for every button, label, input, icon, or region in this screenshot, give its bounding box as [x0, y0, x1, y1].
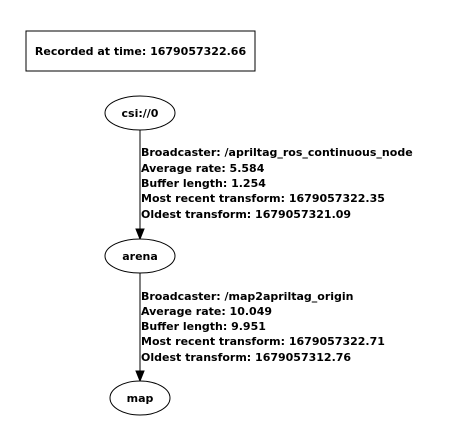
edge-arena-map: Broadcaster: /map2apriltag_origin Averag… — [135, 273, 385, 383]
edge-csi-arena: Broadcaster: /apriltag_ros_continuous_no… — [135, 130, 413, 241]
edge-1-buffer-length: Buffer length: 1.254 — [141, 177, 266, 190]
edge-1-most-recent: Most recent transform: 1679057322.35 — [141, 192, 385, 205]
recorded-time-box: Recorded at time: 1679057322.66 — [25, 30, 256, 72]
edge-1-broadcaster: Broadcaster: /apriltag_ros_continuous_no… — [141, 146, 413, 159]
edge-1-average-rate: Average rate: 5.584 — [141, 162, 265, 175]
node-map-ellipse — [109, 380, 171, 416]
node-arena-label: arena — [122, 250, 158, 263]
edge-2-average-rate: Average rate: 10.049 — [141, 305, 272, 318]
edge-csi-arena-arrowhead — [135, 228, 145, 241]
recorded-time-label: Recorded at time: 1679057322.66 — [35, 45, 247, 58]
node-map-label: map — [127, 392, 154, 405]
edge-arena-map-arrowhead — [135, 370, 145, 383]
edge-1-oldest: Oldest transform: 1679057321.09 — [141, 208, 351, 221]
node-csi-label: csi://0 — [122, 107, 159, 120]
edge-2-most-recent: Most recent transform: 1679057322.71 — [141, 335, 385, 348]
node-arena: arena — [104, 238, 176, 274]
edge-2-oldest: Oldest transform: 1679057312.76 — [141, 351, 351, 364]
recorded-time-frame — [25, 30, 256, 72]
edge-2-buffer-length: Buffer length: 9.951 — [141, 320, 266, 333]
node-csi: csi://0 — [104, 95, 176, 131]
edge-2-broadcaster: Broadcaster: /map2apriltag_origin — [141, 290, 354, 303]
node-map: map — [109, 380, 171, 416]
